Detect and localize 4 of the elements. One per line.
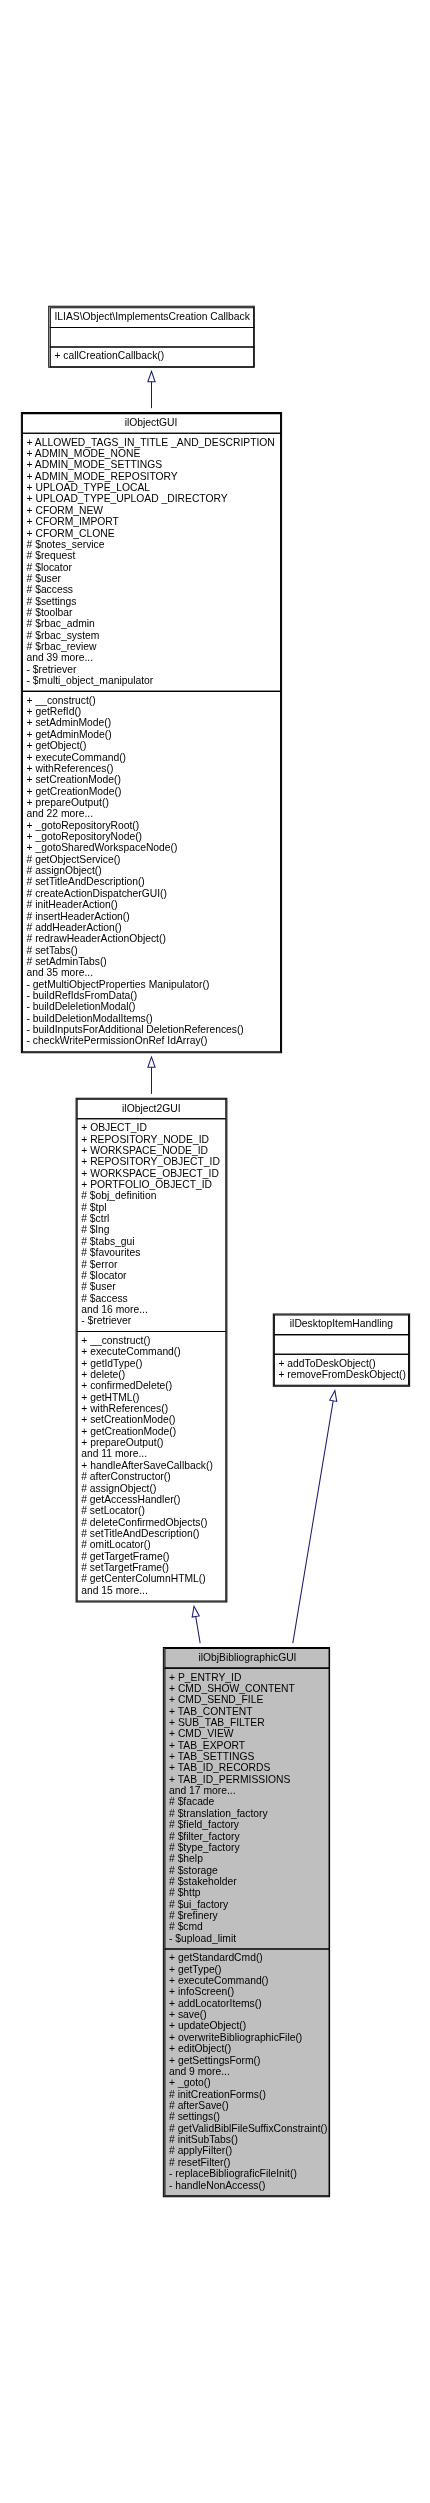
arrow — [291, 1389, 337, 1644]
arrow — [191, 1604, 201, 1644]
arrow — [146, 1055, 156, 1095]
arrow — [146, 369, 156, 409]
